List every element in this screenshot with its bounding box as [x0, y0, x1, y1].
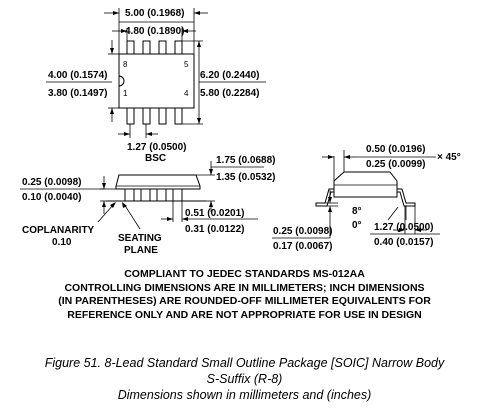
pin-4-label: 4: [184, 89, 189, 98]
chamfer-max: 0.50 (0.0196): [366, 144, 426, 155]
foot-length-max: 1.27 (0.0500): [374, 222, 434, 233]
caption-suffix: S-Suffix (R-8): [206, 372, 283, 386]
height-min: 1.35 (0.0532): [216, 172, 276, 183]
lead-thickness-max: 0.25 (0.0098): [273, 226, 333, 237]
body-length-max: 5.00 (0.1968): [125, 8, 185, 19]
package-body-top: [118, 53, 195, 109]
package-body-end: [333, 171, 398, 198]
pin-1-label: 1: [123, 89, 128, 98]
pitch-note: BSC: [145, 153, 166, 164]
standoff-max: 0.25 (0.0098): [22, 177, 82, 188]
caption-title: Figure 51. 8-Lead Standard Small Outline…: [44, 356, 445, 370]
lead-angle-min: 0°: [352, 220, 362, 231]
top-pins: [126, 40, 183, 55]
height-max: 1.75 (0.0688): [216, 155, 276, 166]
end-lead-right: [396, 188, 416, 207]
overall-width-max: 6.20 (0.2440): [200, 70, 260, 81]
side-leads: [124, 188, 183, 202]
overall-width-min: 5.80 (0.2284): [200, 88, 260, 99]
coplanarity-value: 0.10: [52, 237, 72, 248]
coplanarity-label: COPLANARITY: [22, 225, 95, 236]
top-view: 8 5 1 4 5.00 (0.1968) 4.80 (0.1890) 4.00…: [46, 8, 266, 164]
standoff-min: 0.10 (0.0040): [22, 192, 82, 203]
side-view: 1.75 (0.0688) 1.35 (0.0532) 0.25 (0.0098…: [20, 155, 276, 256]
seating-plane-label-2: PLANE: [124, 245, 158, 256]
lead-width-max: 0.51 (0.0201): [185, 208, 245, 219]
chamfer-min: 0.25 (0.0099): [366, 159, 426, 170]
caption-units: Dimensions shown in millimeters and (inc…: [117, 388, 372, 402]
foot-length-min: 0.40 (0.0157): [374, 237, 434, 248]
body-width-min: 3.80 (0.1497): [48, 88, 108, 99]
body-width-max: 4.00 (0.1574): [48, 70, 108, 81]
pitch-value: 1.27 (0.0500): [127, 142, 187, 153]
note-parentheses: (IN PARENTHESES) ARE ROUNDED-OFF MILLIME…: [58, 295, 431, 307]
pin-5-label: 5: [184, 60, 189, 69]
chamfer-angle: × 45°: [437, 152, 461, 163]
end-view: 0.50 (0.0196) 0.25 (0.0099) × 45° 8° 0° …: [272, 144, 461, 252]
note-jedec: COMPLIANT TO JEDEC STANDARDS MS-012AA: [124, 268, 365, 280]
pin-8-label: 8: [123, 60, 128, 69]
pin1-notch: [118, 75, 125, 87]
package-body-side: [115, 174, 201, 190]
bottom-pins: [126, 107, 183, 125]
note-controlling-dimensions: CONTROLLING DIMENSIONS ARE IN MILLIMETER…: [64, 281, 425, 294]
body-length-min: 4.80 (0.1890): [125, 26, 185, 37]
lead-thickness-min: 0.17 (0.0067): [273, 241, 333, 252]
seating-plane-label-1: SEATING: [118, 233, 162, 244]
lead-width-min: 0.31 (0.0122): [185, 224, 245, 235]
note-reference-only: REFERENCE ONLY AND ARE NOT APPROPRIATE F…: [67, 308, 422, 321]
lead-angle-max: 8°: [352, 206, 362, 217]
